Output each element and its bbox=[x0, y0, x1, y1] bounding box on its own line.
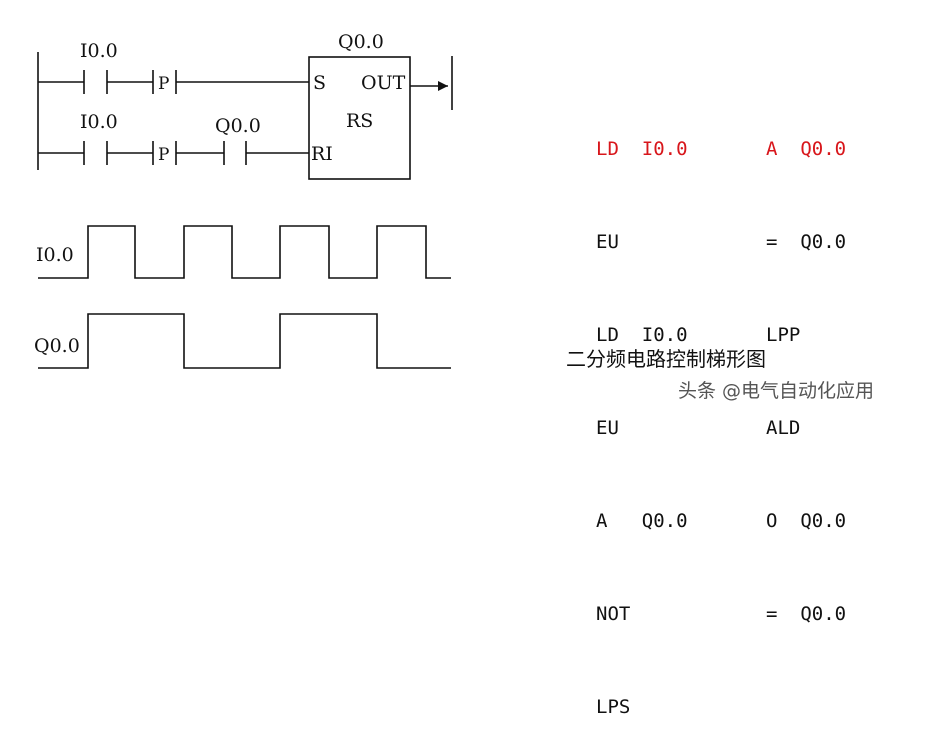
timing-label-q0-0: Q0.0 bbox=[34, 335, 80, 357]
edge-p-label-rung1: P bbox=[158, 74, 169, 94]
code-line-left-1: LD I0.0 bbox=[596, 138, 688, 160]
stl-code-left-column: LD I0.0 EU LD I0.0 EU A Q0.0 NOT LPS bbox=[596, 72, 688, 754]
timing-label-i0-0: I0.0 bbox=[36, 244, 74, 266]
edge-p-label-rung2: P bbox=[158, 145, 169, 165]
diagram-caption: 二分频电路控制梯形图 bbox=[566, 347, 766, 371]
set-input-label: S bbox=[313, 72, 326, 94]
timing-waveform-i0-0 bbox=[38, 225, 451, 279]
code-line-right-5: O Q0.0 bbox=[766, 510, 847, 532]
code-line-left-3: LD I0.0 bbox=[596, 324, 688, 346]
out-label: OUT bbox=[361, 72, 406, 94]
positive-edge-rung2: P bbox=[152, 141, 177, 165]
code-line-right-4: ALD bbox=[766, 417, 801, 439]
code-line-right-1: A Q0.0 bbox=[766, 138, 847, 160]
reset-input-label: RI bbox=[311, 143, 333, 165]
positive-edge-rung1: P bbox=[152, 70, 177, 94]
contact-i0-0-rung1: I0.0 bbox=[80, 40, 118, 94]
rs-label: RS bbox=[346, 110, 373, 132]
watermark-text: 头条 @电气自动化应用 bbox=[678, 380, 875, 402]
coil-label: Q0.0 bbox=[338, 31, 384, 53]
code-line-left-4: EU bbox=[596, 417, 619, 439]
timing-waveform-q0-0 bbox=[38, 313, 451, 369]
ladder-diagram: I0.0 P I0.0 P Q0.0 bbox=[34, 31, 453, 369]
contact-i0-0-rung2: I0.0 bbox=[80, 111, 118, 165]
code-line-left-5: A Q0.0 bbox=[596, 510, 688, 532]
code-line-left-2: EU bbox=[596, 231, 619, 253]
contact-q0-0-rung2: Q0.0 bbox=[215, 115, 261, 165]
rung-2: I0.0 P Q0.0 bbox=[38, 111, 309, 165]
contact-label-q0-0: Q0.0 bbox=[215, 115, 261, 137]
code-line-right-3: LPP bbox=[766, 324, 801, 346]
contact-label-rung1: I0.0 bbox=[80, 40, 118, 62]
code-line-left-7: LPS bbox=[596, 696, 631, 718]
rs-flipflop-box: Q0.0 S OUT RS RI bbox=[308, 31, 411, 180]
output-arrow bbox=[438, 81, 448, 91]
code-line-left-6: NOT bbox=[596, 603, 631, 625]
contact-label-rung2: I0.0 bbox=[80, 111, 118, 133]
code-line-right-6: = Q0.0 bbox=[766, 603, 847, 625]
code-line-right-2: = Q0.0 bbox=[766, 231, 847, 253]
rung-1: I0.0 P bbox=[38, 40, 309, 94]
stl-code-right-column: A Q0.0 = Q0.0 LPP ALD O Q0.0 = Q0.0 bbox=[766, 72, 846, 661]
